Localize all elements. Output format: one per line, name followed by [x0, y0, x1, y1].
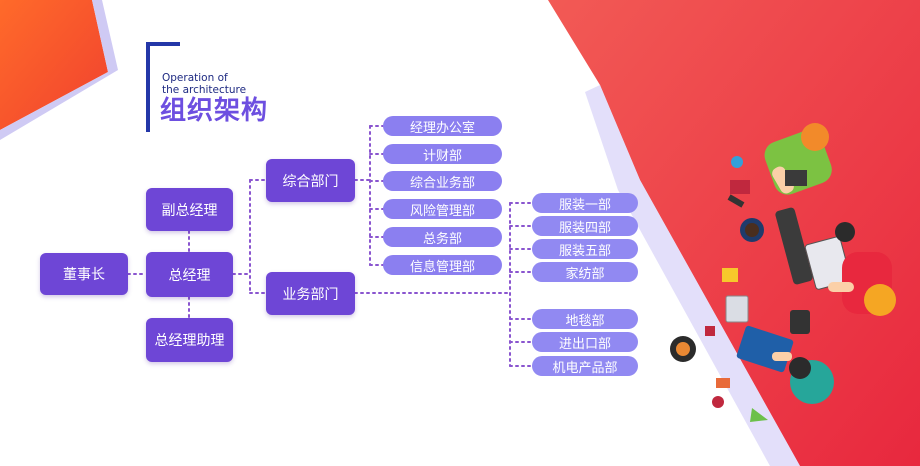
computer-illustration: [775, 207, 855, 290]
general-sub-item: 风险管理部: [383, 199, 502, 219]
chairman-node: 董事长: [40, 253, 128, 295]
tablet-icon: [725, 295, 749, 323]
page-title: 组织架构: [160, 96, 269, 126]
triangle-ruler-icon: [750, 408, 768, 422]
gm-node: 总经理: [146, 252, 233, 297]
person-bottom-illustration: [736, 325, 834, 404]
title-english-line2: the architecture: [162, 84, 247, 96]
business-sub-label: 家纺部: [565, 266, 605, 282]
top-left-orange-shape: [0, 0, 108, 130]
gm-label: 总经理: [168, 267, 211, 284]
coffee-icon: [740, 218, 764, 242]
business-sub-item: 服装五部: [532, 239, 638, 259]
cup-icon: [731, 156, 743, 168]
business-sub-label: 服装五部: [558, 243, 611, 259]
general-dept-node: 综合部门: [266, 159, 355, 202]
deputy-gm-label: 副总经理: [161, 202, 218, 219]
general-sub-item: 信息管理部: [383, 255, 502, 275]
general-sub-label: 计财部: [422, 148, 462, 164]
general-sub-label: 信息管理部: [409, 259, 475, 275]
business-sub-label: 进出口部: [558, 336, 611, 352]
gm-assistant-label: 总经理助理: [154, 333, 225, 349]
business-sub-label: 机电产品部: [552, 360, 618, 376]
business-sub-label: 服装四部: [558, 220, 611, 236]
book-icon: [730, 180, 750, 194]
sticky-note-icon: [722, 268, 738, 282]
general-sub-item: 总务部: [383, 227, 502, 247]
business-sub-item: 服装四部: [532, 216, 638, 236]
business-sub-item: 家纺部: [532, 262, 638, 282]
title-english: Operation of the architecture: [162, 72, 246, 96]
business-sub-item: 机电产品部: [532, 356, 638, 376]
top-left-lavender-shadow: [0, 0, 118, 140]
general-sub-item: 综合业务部: [383, 171, 502, 191]
business-dept-node: 业务部门: [266, 272, 355, 315]
business-sub-item: 地毯部: [532, 309, 638, 329]
business-sub-label: 服装一部: [558, 197, 611, 213]
business-sub-item: 服装一部: [532, 193, 638, 213]
phone-icon: [790, 310, 810, 334]
general-sub-item: 经理办公室: [383, 116, 502, 136]
business-sub-item: 进出口部: [532, 332, 638, 352]
general-sub-label: 综合业务部: [409, 175, 475, 191]
gm-assistant-node: 总经理助理: [146, 318, 233, 362]
title-bracket: [146, 42, 180, 132]
general-sub-label: 风险管理部: [409, 203, 475, 219]
person-top-illustration: [764, 123, 832, 195]
general-sub-label: 经理办公室: [409, 120, 475, 136]
general-dept-label: 综合部门: [282, 173, 339, 190]
person-right-illustration: [828, 252, 896, 316]
mouse-icon: [835, 222, 855, 242]
chairman-label: 董事长: [63, 267, 105, 283]
general-sub-label: 总务部: [422, 231, 462, 247]
business-sub-label: 地毯部: [565, 313, 605, 329]
deputy-gm-node: 副总经理: [146, 188, 233, 231]
coffee-cup-icon: [670, 336, 696, 362]
title-english-line1: Operation of: [162, 72, 228, 84]
general-sub-item: 计财部: [383, 144, 502, 164]
business-dept-label: 业务部门: [282, 286, 339, 303]
